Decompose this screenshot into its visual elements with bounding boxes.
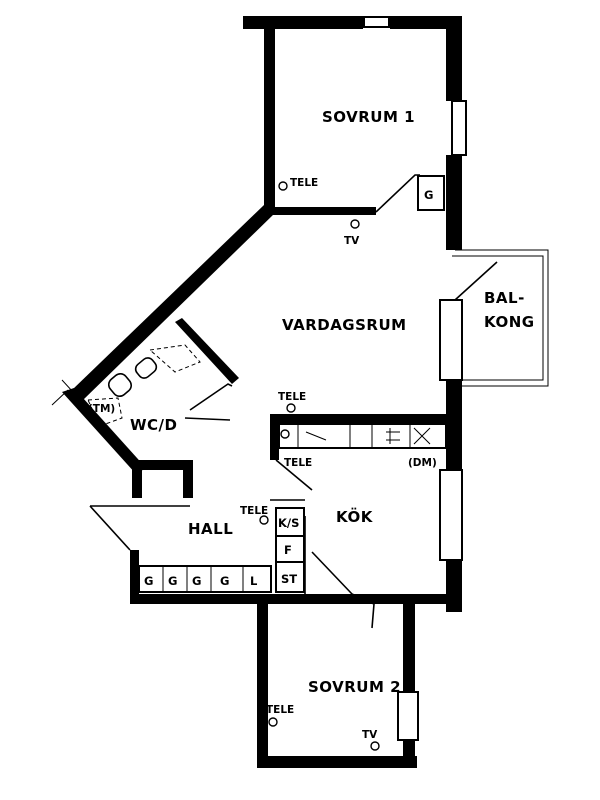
wc-door-swing [184, 417, 231, 421]
wc-door [189, 383, 233, 411]
east-outer-wall-bottom [446, 420, 462, 470]
closet-label-3: G [192, 574, 201, 588]
sovrum1-left-wall [264, 16, 275, 213]
tele-label-hall: TELE [240, 505, 268, 517]
room-label-wcd: WC/D [130, 416, 177, 434]
sovrum1-door-swing [375, 174, 420, 213]
diagonal-wall [72, 205, 275, 400]
kitchen-west-wall-upper [270, 414, 279, 460]
hall-divider [270, 499, 306, 594]
room-label-sovrum1: SOVRUM 1 [322, 108, 415, 126]
st-label: ST [281, 572, 297, 586]
kitchen-east-window [439, 469, 463, 561]
tv-outlet-icon [370, 741, 380, 751]
sovrum2-window [397, 691, 419, 741]
closet-label-4: G [220, 574, 229, 588]
sovrum1-top-window [363, 16, 390, 28]
wc-basin [134, 357, 158, 379]
room-label-balkong-2: KONG [484, 313, 535, 331]
kitchen-counter [278, 423, 447, 449]
closet-dividers [162, 566, 244, 592]
room-label-sovrum2: SOVRUM 2 [308, 678, 401, 696]
kitchen-top-wall [270, 414, 450, 423]
sovrum1-top-wall-right [390, 16, 462, 29]
tele-outlet-icon [280, 429, 290, 439]
hall-bottom-wall [130, 594, 450, 604]
tm-box [87, 397, 123, 427]
sovrum2-west-wall [257, 596, 268, 766]
wc-inner-wall [175, 318, 239, 384]
closet-label-5: L [250, 574, 258, 588]
sovrum2-east-wall-low [403, 740, 415, 768]
east-outer-wall-bottom2 [446, 560, 462, 612]
sovrum1-east-window [451, 100, 467, 156]
kitchen-counter-lines [297, 424, 431, 448]
st-cabinet [275, 561, 305, 593]
sovrum2-east-wall [403, 596, 415, 692]
wc-toilet [107, 372, 133, 398]
g-cabinet [417, 175, 445, 211]
tele-label-vardagsrum: TELE [278, 391, 306, 403]
f-cabinet [275, 535, 305, 563]
east-outer-wall-lower [446, 380, 462, 420]
tele-outlet-icon [268, 717, 278, 727]
ks-cabinet [275, 507, 305, 537]
tv-label-sovrum2: TV [362, 729, 378, 741]
wc-corner-marks [51, 379, 74, 406]
wc-bottom-wall [132, 460, 192, 470]
tv-label-vardagsrum: TV [344, 235, 360, 247]
balcony-rail [452, 255, 544, 381]
wc-shower-area [148, 344, 201, 373]
hall-entrance-swing [89, 505, 131, 551]
sovrum2-door-swing [351, 593, 375, 629]
closet-row [138, 565, 272, 593]
tele-label-sovrum2: TELE [266, 704, 294, 716]
wc-bottom-stub-left [132, 460, 142, 498]
balcony-door-swing [454, 261, 498, 301]
tele-outlet-icon [259, 515, 269, 525]
dm-label: (DM) [408, 457, 437, 469]
tele-label-sovrum1: TELE [290, 177, 318, 189]
closet-label-1: G [144, 574, 153, 588]
closet-label-2: G [168, 574, 177, 588]
kitchen-door-swing [275, 459, 313, 491]
ks-label: K/S [278, 516, 299, 530]
tele-label-kok: TELE [284, 457, 312, 469]
east-outer-wall-upper [446, 16, 462, 101]
g-cabinet-label: G [424, 188, 433, 202]
room-label-balkong-1: BAL- [484, 289, 525, 307]
sovrum1-top-wall [243, 16, 363, 29]
room-label-hall: HALL [188, 520, 233, 538]
sovrum1-bottom-wall [264, 207, 376, 215]
east-outer-wall-mid [446, 155, 462, 250]
tele-outlet-icon [278, 181, 288, 191]
vardagsrum-window [439, 299, 463, 381]
tv-outlet-icon [350, 219, 360, 229]
wc-west-wall [62, 388, 146, 474]
f-label: F [284, 543, 292, 557]
tele-outlet-icon [286, 403, 296, 413]
sovrum2-bottom-wall [257, 756, 417, 768]
room-label-kok: KÖK [336, 507, 374, 526]
wc-bottom-stub-right [183, 460, 193, 498]
hall-west-wall [130, 550, 139, 604]
kitchen-bottom-door [311, 551, 353, 595]
tm-label: (TM) [88, 403, 115, 415]
balcony-outline [455, 249, 549, 387]
room-label-vardagsrum: VARDAGSRUM [282, 316, 407, 334]
